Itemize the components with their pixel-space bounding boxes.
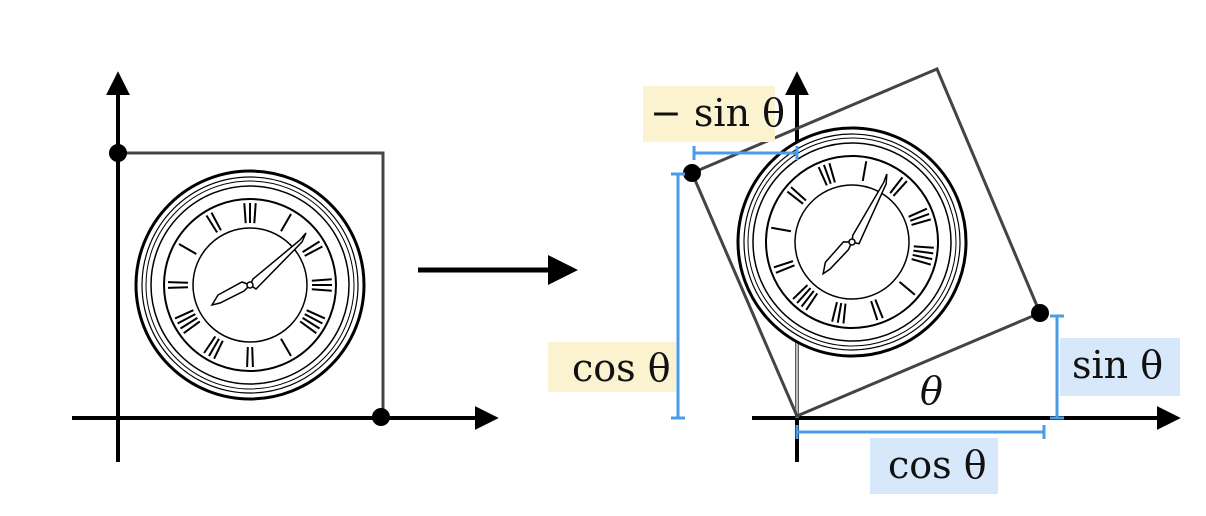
measure-neg-sin [692, 146, 799, 160]
left-point-top [109, 144, 127, 162]
cos-bottom-label: cos θ [888, 443, 987, 487]
neg-sin-box [643, 86, 775, 142]
left-point-right [372, 408, 390, 426]
measure-cos-bottom [795, 425, 1046, 439]
measure-sin-right [1050, 314, 1064, 420]
left-panel [72, 71, 499, 462]
theta-label: θ [920, 369, 943, 413]
right-point-right [1031, 304, 1049, 322]
cos-bottom-box [870, 438, 998, 494]
left-clock-icon [134, 169, 366, 401]
right-panel [671, 67, 1181, 462]
sin-right-box [1060, 338, 1180, 396]
cos-left-label: cos θ [572, 346, 671, 390]
right-point-left [683, 164, 701, 182]
neg-sin-label: − sin θ [650, 91, 786, 135]
right-rotated-square [690, 67, 1042, 418]
left-unit-square [118, 151, 385, 418]
cos-left-box [548, 342, 676, 392]
sin-right-label: sin θ [1072, 343, 1164, 387]
measure-cos-left [671, 172, 685, 420]
